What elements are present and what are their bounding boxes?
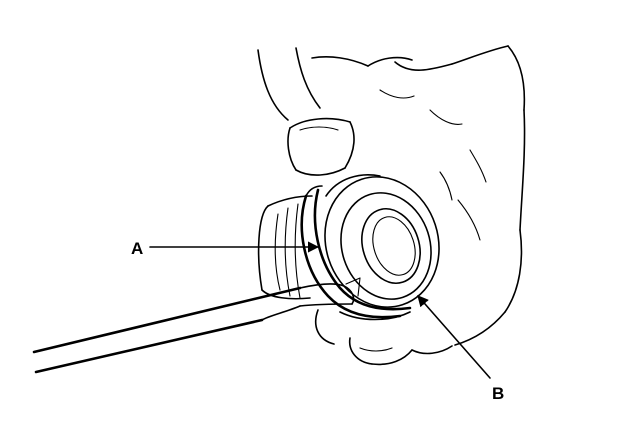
callout-label-a: A bbox=[131, 239, 144, 258]
shaft-housing bbox=[257, 195, 313, 300]
screwdriver bbox=[32, 277, 361, 374]
hand-outline bbox=[257, 45, 526, 366]
seal-ring-a bbox=[300, 185, 412, 319]
leader-line-b bbox=[417, 295, 491, 379]
callout-label-b: B bbox=[492, 384, 505, 403]
seal-b bbox=[324, 174, 440, 321]
